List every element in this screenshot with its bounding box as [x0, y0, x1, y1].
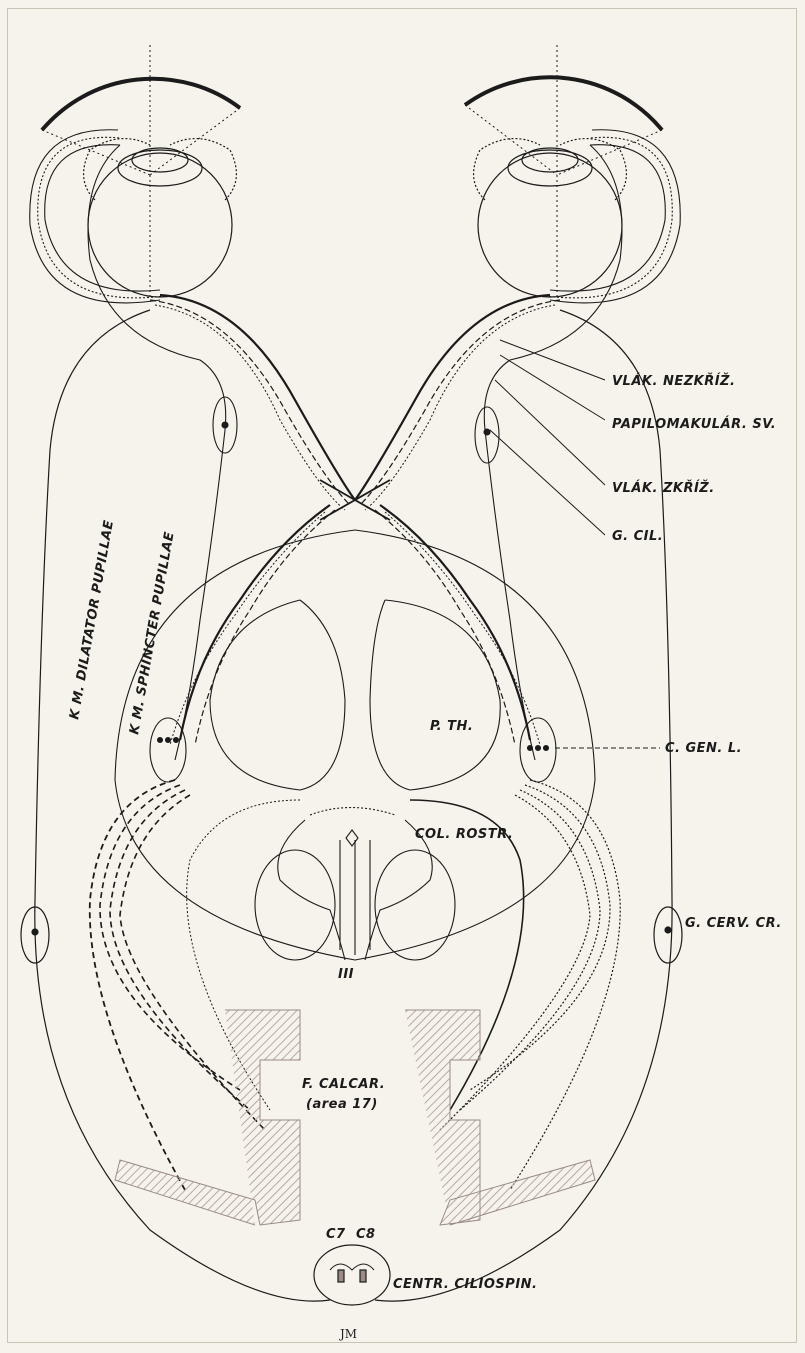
- left-visual-field: [42, 45, 240, 300]
- spinal-cord-segment: [314, 1245, 390, 1305]
- label-iii: III: [338, 967, 354, 982]
- left-eyeball: [84, 139, 237, 297]
- right-eyeball: [474, 139, 627, 297]
- label-vlak-zkriz: VLÁK. ZKŘÍŽ.: [612, 480, 715, 496]
- label-g-cil: G. CIL.: [612, 529, 663, 544]
- artist-signature: JM: [338, 1327, 357, 1341]
- label-papilomakular: PAPILOMAKULÁR. SV.: [612, 416, 776, 432]
- label-c7: C7: [326, 1227, 346, 1242]
- label-vlak-nezkriz: VLÁK. NEZKŘÍŽ.: [612, 373, 735, 389]
- label-g-cerv-cr: G. CERV. CR.: [685, 916, 782, 931]
- label-k-m-dilatator: K M. DILATATOR PUPILLAE: [67, 519, 117, 721]
- outer-eye-loops: [30, 130, 681, 303]
- thalamus-outlines: [210, 600, 500, 790]
- label-c8: C8: [356, 1227, 376, 1242]
- lateral-geniculate-bodies: [150, 718, 556, 782]
- label-p-th: P. TH.: [430, 719, 473, 734]
- label-f-calcar: F. CALCAR.: [302, 1077, 385, 1092]
- label-c-gen-l: C. GEN. L.: [665, 741, 742, 756]
- label-k-m-sphincter: K M. SPHINCTER PUPILLAE: [127, 530, 178, 735]
- right-visual-field: [465, 45, 662, 300]
- label-area-17: (area 17): [306, 1097, 378, 1112]
- label-centr-ciliospin: CENTR. CILIOSPIN.: [393, 1277, 537, 1292]
- ciliary-pathways: [88, 145, 622, 760]
- optic-nerves-and-chiasm: [150, 295, 560, 745]
- label-col-rostr: COL. ROSTR.: [415, 827, 513, 842]
